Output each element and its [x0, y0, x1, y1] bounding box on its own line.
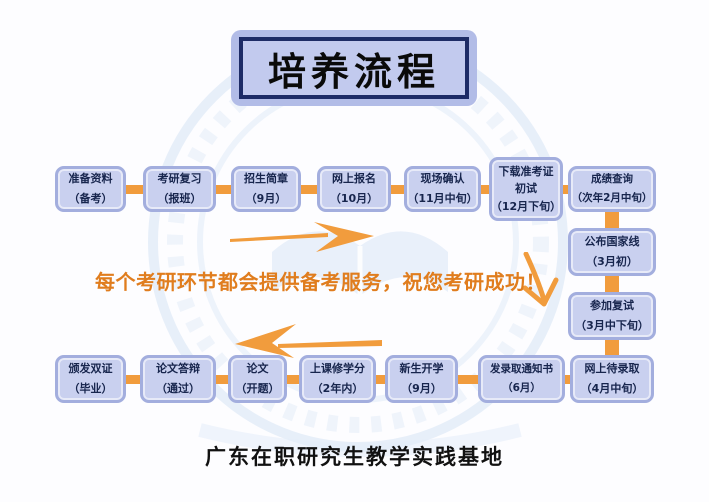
arrow-right-icon	[230, 222, 374, 252]
flow-node-score-inquiry: 成绩查询 （次年2月中旬）	[568, 166, 656, 212]
flow-node-second-exam: 参加复试 （3月中下旬）	[568, 292, 656, 340]
flow-node-download-ticket-first-exam: 下载准考证 初试 （12月下旬）	[489, 157, 563, 221]
right-column-connector	[605, 188, 619, 382]
flow-node-school-opening: 新生开学 （9月）	[385, 355, 458, 403]
flow-node-course-credits: 上课修学分 （2年内）	[299, 355, 376, 403]
flow-node-exam-review: 考研复习 （报班）	[143, 166, 216, 212]
flow-node-pending-admission: 网上待录取 （4月中旬）	[570, 355, 654, 403]
flow-node-admission-brochure: 招生简章 （9月）	[231, 166, 301, 212]
title-banner: 培养流程	[231, 30, 477, 106]
flow-node-admission-letter: 发录取通知书 （6月）	[478, 355, 565, 403]
flow-node-onsite-confirmation: 现场确认 （11月中旬）	[404, 166, 481, 212]
flow-node-thesis-defense: 论文答辩 （通过）	[140, 355, 216, 403]
flow-node-dual-certificates: 颁发双证 （毕业）	[55, 355, 126, 403]
footer-caption: 广东在职研究生教学实践基地	[205, 445, 504, 469]
flow-node-prepare-materials: 准备资料 （备考）	[55, 166, 126, 212]
flow-node-online-registration: 网上报名 （10月）	[317, 166, 391, 212]
page-title: 培养流程	[239, 37, 469, 99]
arrow-left-icon	[235, 324, 382, 358]
flow-node-national-line-announcement: 公布国家线 （3月初）	[568, 228, 656, 276]
flow-node-thesis-proposal: 论文 （开题）	[228, 355, 287, 403]
service-slogan: 每个考研环节都会提供备考服务，祝您考研成功！	[95, 270, 546, 294]
